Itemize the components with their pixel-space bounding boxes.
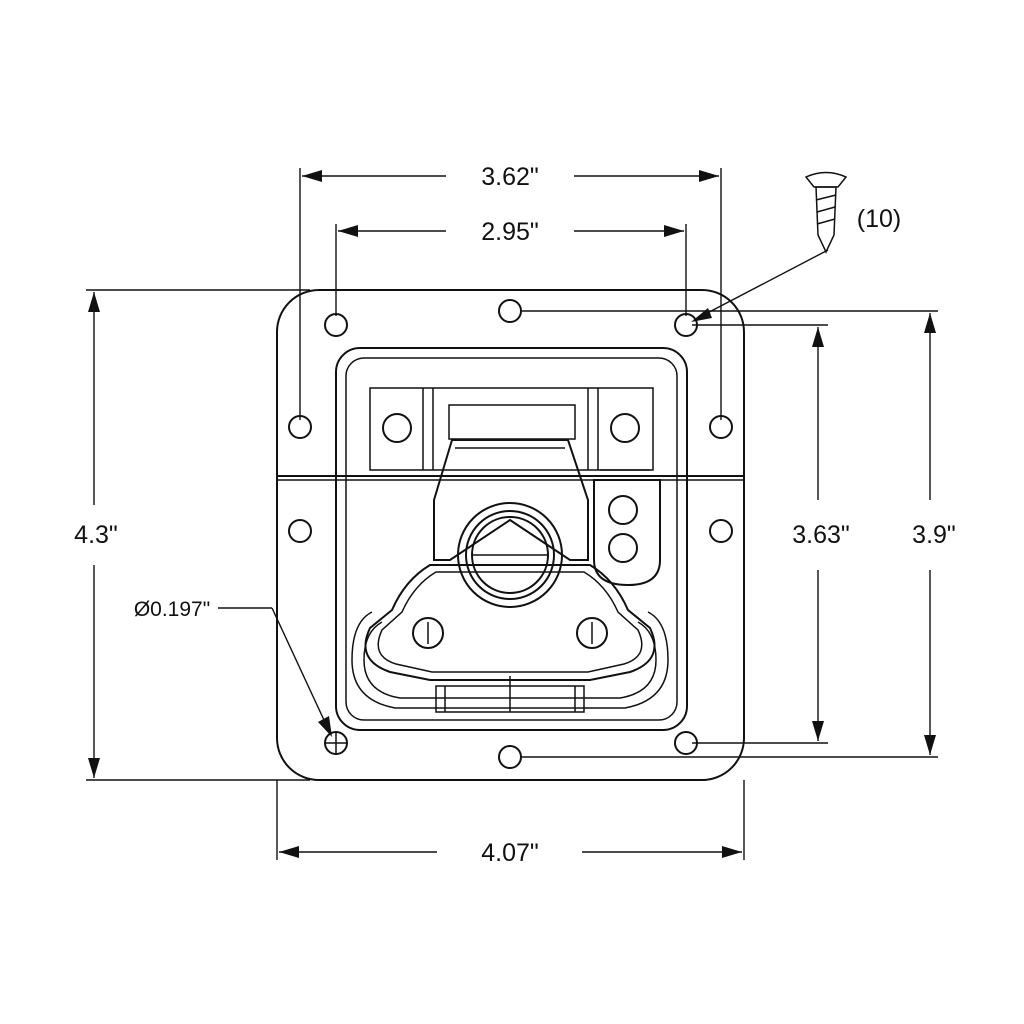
screw-quantity-callout: (10)	[691, 205, 901, 322]
latch-arm	[433, 439, 589, 561]
dimension-overall-width: 4.07"	[276, 780, 745, 867]
screw-quantity-label: (10)	[857, 205, 901, 233]
dim-label-4-3: 4.3"	[74, 521, 118, 549]
mounting-hole	[288, 519, 312, 543]
mounting-hole	[324, 313, 348, 337]
outer-plate	[276, 289, 745, 781]
dimension-inner-hole-spacing: 2.95"	[335, 218, 687, 316]
dimension-inner-vertical: 3.63"	[692, 324, 850, 744]
dim-label-4-07: 4.07"	[481, 839, 539, 867]
dim-label-2-95: 2.95"	[481, 218, 539, 246]
rotary-knob	[457, 502, 563, 608]
dimension-outer-hole-spacing: 3.62"	[299, 163, 722, 420]
screw-icon	[804, 171, 848, 254]
handle-plate	[364, 564, 656, 681]
mounting-hole	[709, 519, 733, 543]
dim-label-3-9: 3.9"	[912, 521, 956, 549]
hinge-rivet-right	[610, 413, 640, 443]
dimension-overall-height: 4.3"	[74, 289, 310, 781]
dim-label-3-63: 3.63"	[792, 521, 850, 549]
hole-diameter-callout: Ø0.197"	[134, 598, 332, 737]
dim-label-3-62: 3.62"	[481, 163, 539, 191]
hinge-rivet-left	[382, 413, 412, 443]
recessed-dish	[335, 347, 688, 731]
latch-body	[276, 289, 745, 781]
side-catch	[593, 469, 661, 587]
mounting-hole	[498, 299, 522, 323]
dimension-outer-vertical: 3.9"	[522, 310, 956, 758]
mounting-holes	[288, 299, 733, 769]
hinge-block	[369, 387, 654, 471]
mounting-hole	[498, 745, 522, 769]
bottom-hinge	[435, 676, 585, 713]
dim-label-hole-diameter: Ø0.197"	[134, 598, 210, 621]
